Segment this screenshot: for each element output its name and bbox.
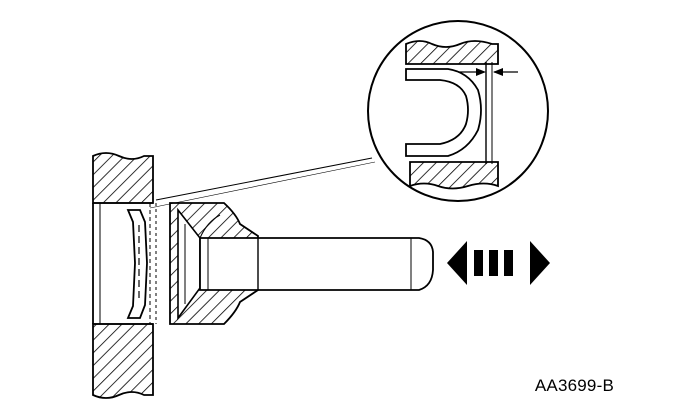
detail-magnified-view	[367, 20, 549, 202]
housing-wall-bottom	[92, 323, 154, 399]
detail-housing-bottom	[409, 161, 499, 190]
housing-bore	[92, 202, 153, 325]
bearing-cup	[126, 203, 157, 324]
gap-measurement-arrows-icon	[458, 68, 518, 76]
detail-cup-profile	[405, 68, 482, 157]
figure-code-label: AA3699-B	[534, 376, 614, 395]
detail-housing-top	[405, 40, 499, 65]
installer-tool-shaft	[199, 237, 434, 291]
double-headed-dashed-arrow-icon	[447, 241, 550, 285]
detail-leader-lines	[149, 157, 376, 209]
housing-wall-top	[92, 152, 154, 204]
